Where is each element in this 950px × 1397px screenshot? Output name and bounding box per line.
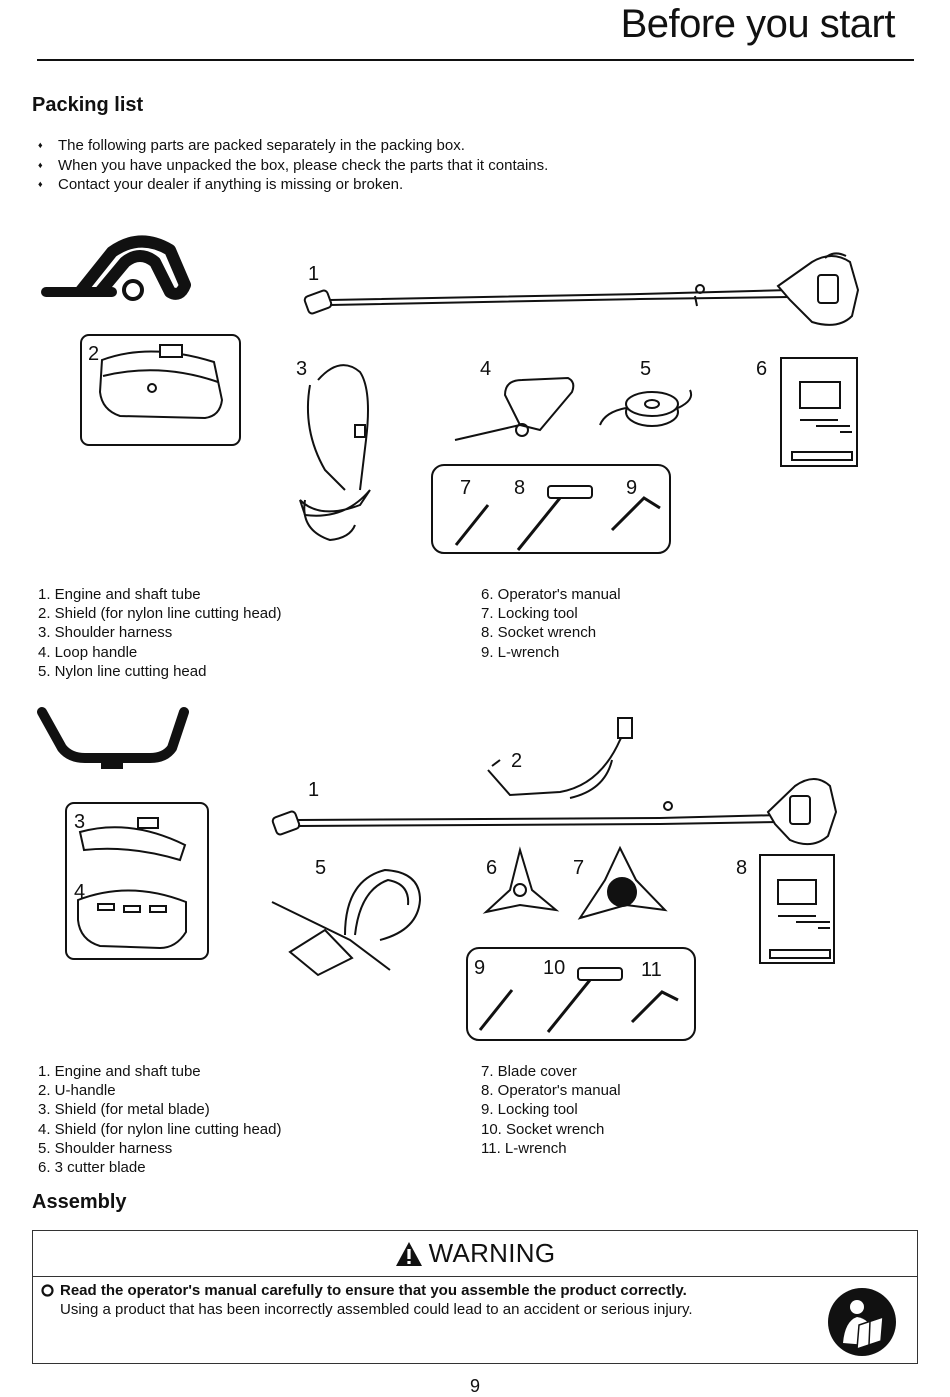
legend-item: 6. 3 cutter blade	[38, 1158, 146, 1176]
legend-item: 3. Shoulder harness	[38, 624, 173, 642]
legend-item: 1. Engine and shaft tube	[38, 586, 201, 603]
three-cutter-blade-illustration	[482, 846, 560, 914]
callout: 7	[460, 477, 471, 499]
legend-item: 4. Loop handle	[38, 643, 138, 661]
u-handle-bar-illustration	[37, 707, 189, 769]
shields-frame	[65, 802, 209, 960]
engine-shaft-illustration	[303, 252, 860, 326]
callout: 1	[308, 779, 319, 801]
legend-item: 3. Shield (for metal blade)	[38, 1101, 210, 1119]
warning-header: WARNING	[33, 1231, 917, 1277]
callout: 5	[640, 358, 651, 380]
packing-list-heading: Packing list	[32, 94, 144, 116]
nylon-head-illustration	[599, 389, 693, 427]
figure1-legend-right: 6. Operator's manual 7. Locking tool 8. …	[481, 585, 621, 662]
figure2-callouts: 1 2 3 4 5 6 7 8 9 10 11	[74, 750, 747, 981]
packing-list-bullets: The following parts are packed separatel…	[38, 136, 548, 195]
legend-item: 8. Socket wrench	[481, 624, 597, 642]
warning-box: WARNING Read the operator's manual caref…	[32, 1230, 918, 1364]
callout: 1	[308, 263, 319, 285]
tools-illustration	[454, 485, 661, 551]
legend-item: 5. Nylon line cutting head	[38, 662, 207, 680]
callout: 10	[543, 957, 565, 979]
blade-cover-illustration	[577, 845, 668, 920]
circle-bullet-icon	[41, 1284, 54, 1297]
shield-frame	[80, 334, 241, 446]
figure1-illustration: 1 2 3 4 5 6 7 8 9	[41, 235, 860, 554]
callout: 8	[514, 477, 525, 499]
warning-body: Read the operator's manual carefully to …	[41, 1281, 693, 1319]
manual-illustration	[759, 854, 835, 964]
callout: 3	[74, 811, 85, 833]
read-manual-icon	[828, 1288, 896, 1356]
bullet-item: When you have unpacked the box, please c…	[38, 156, 548, 176]
title-divider	[37, 59, 914, 61]
warning-triangle-icon	[395, 1241, 422, 1266]
callout: 2	[88, 343, 99, 365]
shoulder-harness-illustration	[299, 364, 371, 542]
figure2-legend-right: 7. Blade cover 8. Operator's manual 9. L…	[481, 1062, 621, 1158]
legend-item: 4. Shield (for nylon line cutting head)	[38, 1120, 282, 1138]
metal-shield-illustration	[78, 817, 187, 862]
assembly-heading: Assembly	[32, 1191, 127, 1213]
legend-item: 1. Engine and shaft tube	[38, 1063, 201, 1080]
figure1-callouts: 1 2 3 4 5 6 7 8 9	[88, 263, 767, 499]
legend-item: 11. L-wrench	[481, 1139, 567, 1157]
legend-item: 2. Shield (for nylon line cutting head)	[38, 605, 282, 623]
bullet-item: Contact your dealer if anything is missi…	[38, 175, 548, 195]
legend-item: 7. Locking tool	[481, 605, 578, 623]
callout: 6	[486, 857, 497, 879]
callout: 6	[756, 358, 767, 380]
legend-item: 5. Shoulder harness	[38, 1139, 173, 1157]
page-title: Before you start	[620, 2, 896, 46]
nylon-shield-illustration	[77, 889, 187, 950]
u-handle-illustration	[487, 717, 633, 799]
callout: 4	[480, 358, 491, 380]
callout: 11	[641, 959, 662, 981]
tools-frame	[431, 464, 671, 554]
callout: 5	[315, 857, 326, 879]
callout: 9	[474, 957, 485, 979]
legend-item: 10. Socket wrench	[481, 1120, 605, 1138]
bullet-item: The following parts are packed separatel…	[38, 136, 548, 156]
manual-illustration	[780, 357, 858, 467]
legend-item: 6. Operator's manual	[481, 586, 621, 603]
figure2-legend-left: 1. Engine and shaft tube 2. U-handle 3. …	[38, 1062, 281, 1177]
figure1-legend-left: 1. Engine and shaft tube 2. Shield (for …	[38, 585, 281, 681]
callout: 3	[296, 358, 307, 380]
warning-bold-line: Read the operator's manual carefully to …	[60, 1282, 687, 1299]
callout: 8	[736, 857, 747, 879]
warning-line: Using a product that has been incorrectl…	[60, 1301, 693, 1318]
warning-title: WARNING	[428, 1238, 556, 1268]
engine-shaft-illustration	[271, 778, 838, 846]
callout: 2	[511, 750, 522, 772]
loop-handle-top-illustration	[41, 235, 191, 301]
page-number: 9	[469, 1376, 480, 1396]
callout: 9	[626, 477, 637, 499]
callout: 7	[573, 857, 584, 879]
figure2-illustration: 1 2 3 4 5 6 7 8 9 10 11	[37, 707, 838, 1041]
legend-item: 7. Blade cover	[481, 1063, 577, 1080]
legend-item: 2. U-handle	[38, 1082, 116, 1100]
legend-item: 9. L-wrench	[481, 643, 560, 661]
tools-illustration	[478, 967, 679, 1033]
tools-frame	[466, 947, 696, 1041]
legend-item: 8. Operator's manual	[481, 1082, 621, 1100]
loop-handle-illustration	[454, 376, 575, 441]
callout: 4	[74, 881, 85, 903]
shield-illustration	[98, 344, 224, 420]
legend-item: 9. Locking tool	[481, 1101, 578, 1119]
shoulder-harness-illustration	[271, 868, 422, 977]
